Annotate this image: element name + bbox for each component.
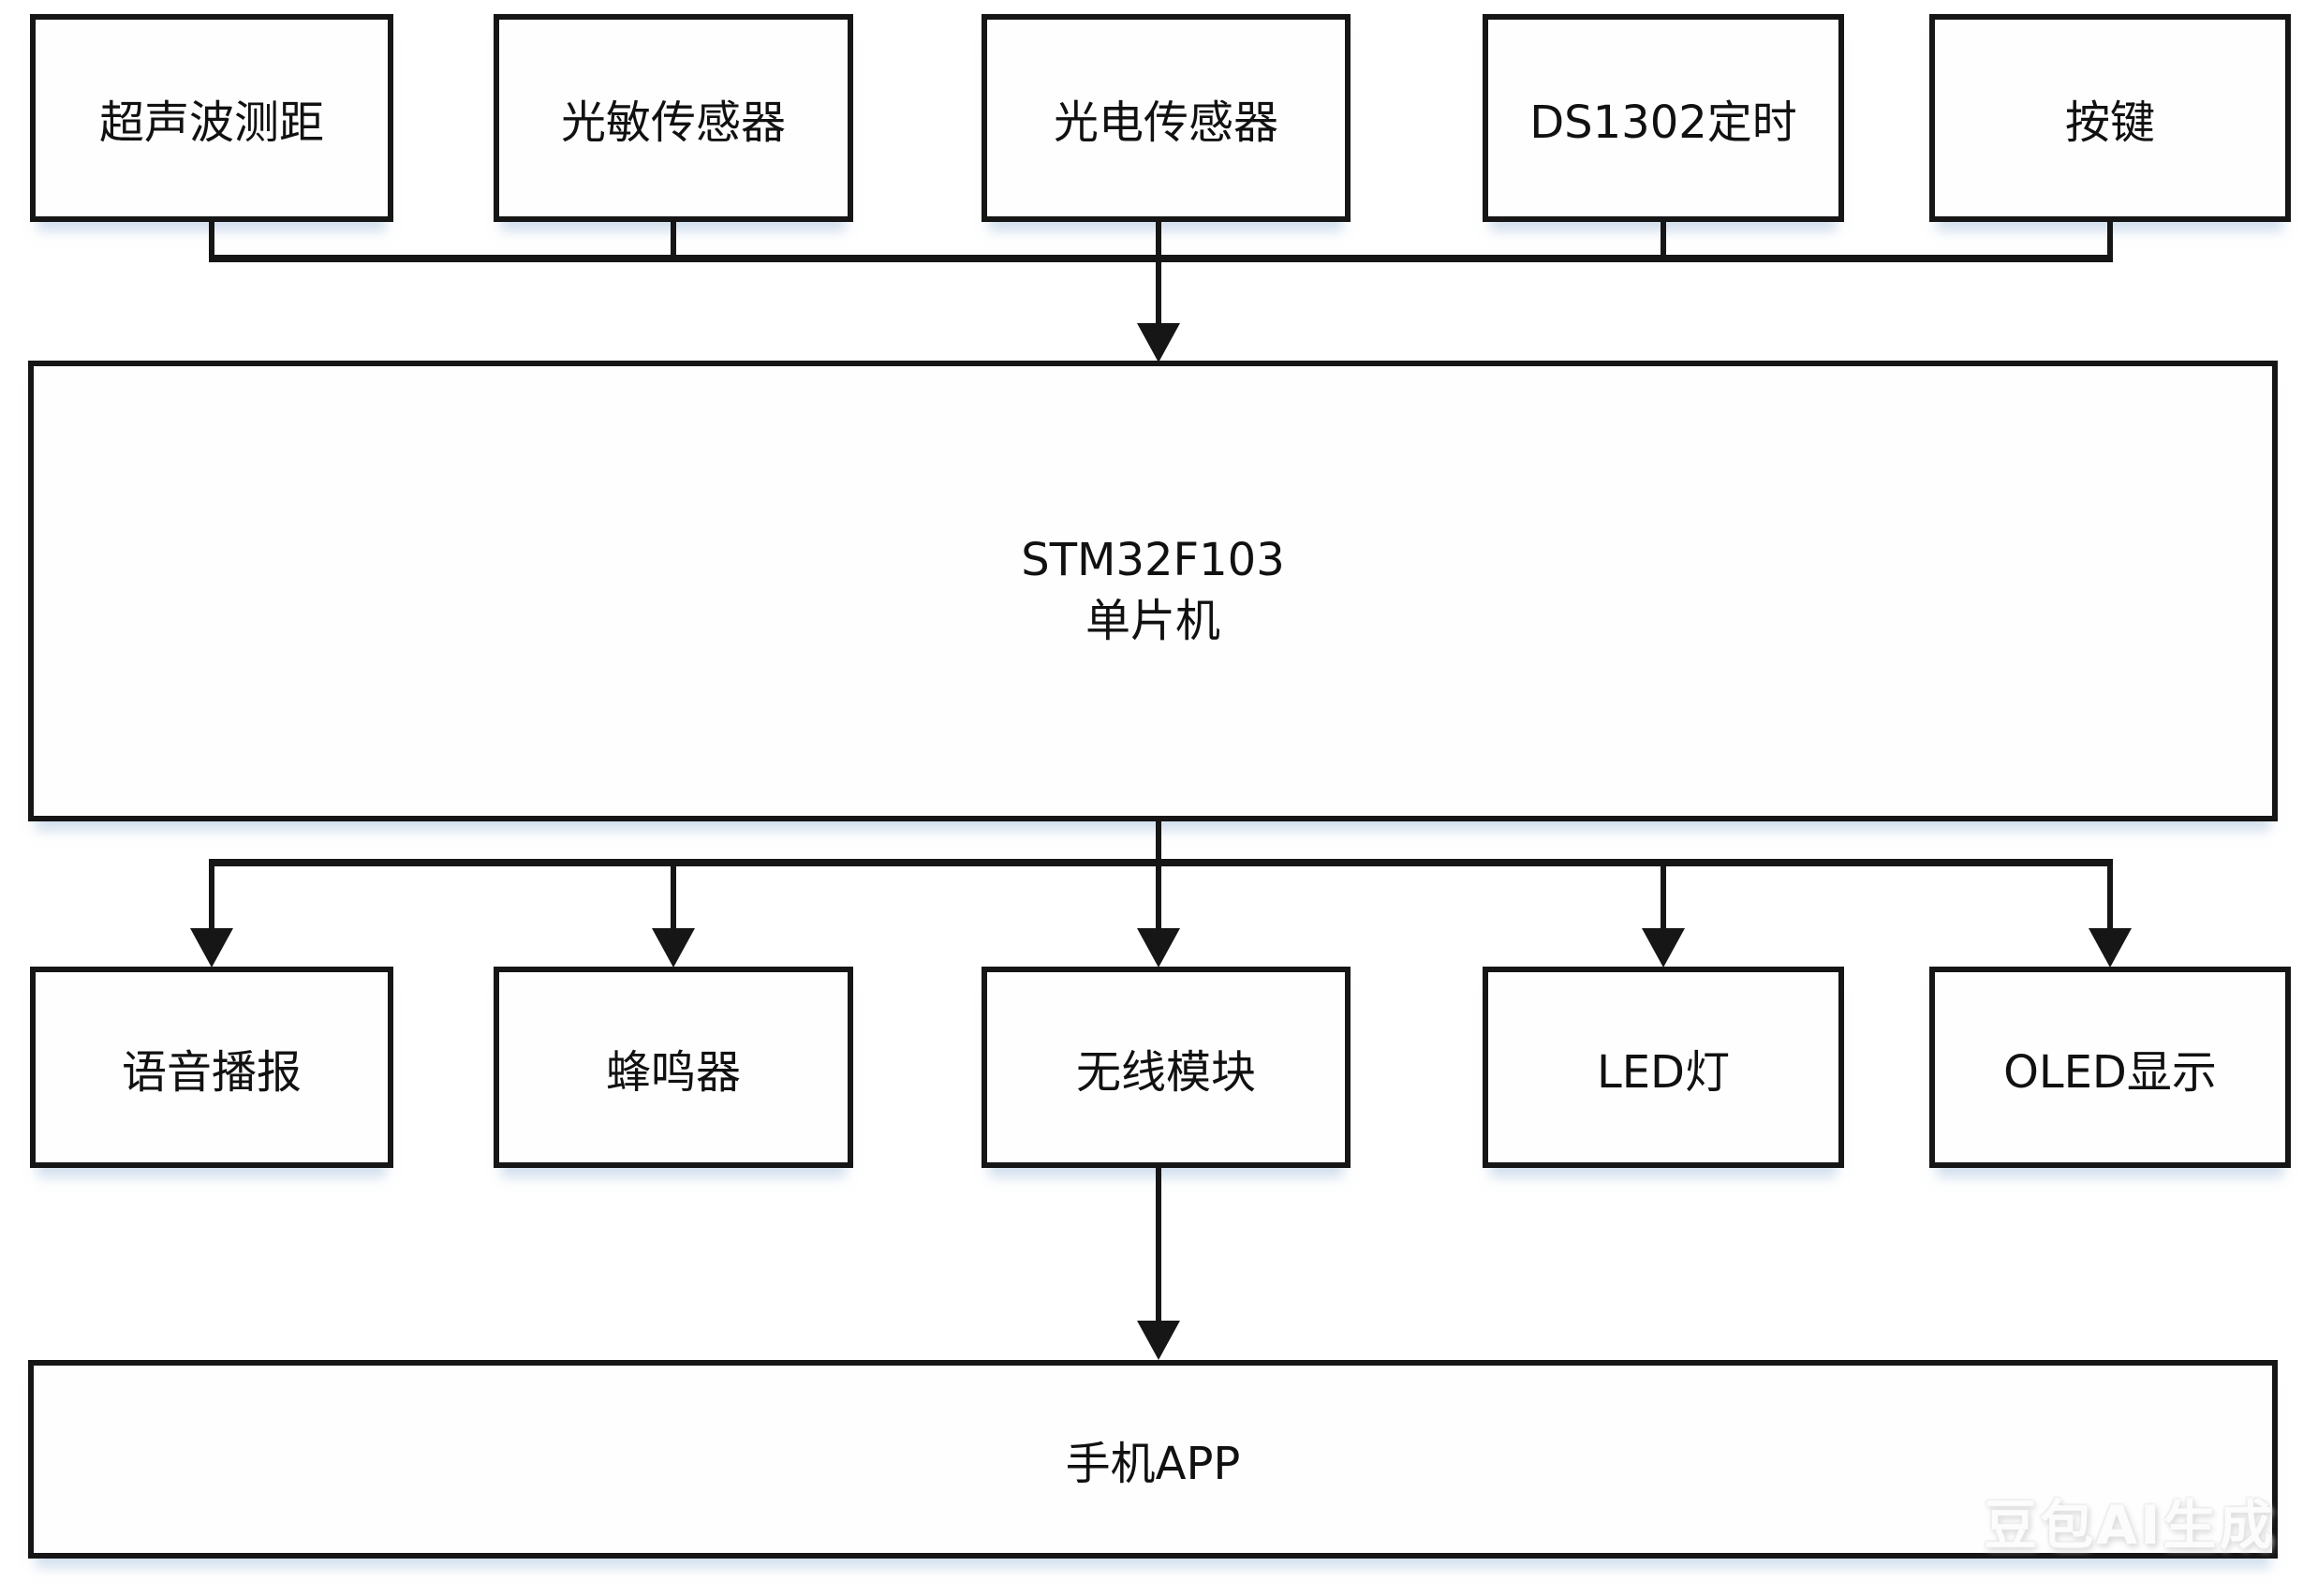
mcu-label: STM32F103 单片机: [1021, 530, 1285, 652]
connector-bus-to-mcu: [1156, 222, 1161, 327]
node-phone-app: 手机APP: [28, 1360, 2278, 1559]
connector-bottom-drop-1: [209, 859, 214, 931]
node-wireless-module: 无线模块: [982, 967, 1351, 1168]
arrowhead-wireless: [1137, 928, 1180, 968]
node-label: 手机APP: [1065, 1438, 1241, 1490]
node-oled-display: OLED显示: [1929, 967, 2291, 1168]
node-label: 按键: [2064, 96, 2155, 149]
arrowhead-led: [1642, 928, 1685, 968]
node-label: LED灯: [1596, 1045, 1731, 1099]
arrowhead-voice: [190, 928, 233, 968]
mcu-label-line1: STM32F103: [1021, 534, 1285, 587]
connector-top-stub-1: [209, 222, 214, 261]
node-ultrasonic-ranging: 超声波测距: [30, 14, 393, 222]
node-label: DS1302定时: [1529, 96, 1797, 149]
mcu-label-line2: 单片机: [1085, 595, 1220, 647]
node-photoelectric-sensor: 光电传感器: [982, 14, 1351, 222]
connector-top-stub-4: [1661, 222, 1666, 261]
connector-bottom-drop-4: [1661, 859, 1666, 931]
node-label: OLED显示: [2003, 1045, 2217, 1099]
connector-mcu-to-bus: [1156, 821, 1161, 866]
node-label: 蜂鸣器: [605, 1045, 741, 1099]
node-label: 语音播报: [121, 1045, 302, 1099]
node-label: 无线模块: [1075, 1045, 1256, 1099]
node-voice-broadcast: 语音播报: [30, 967, 393, 1168]
connector-bottom-drop-2: [671, 859, 676, 931]
connector-top-stub-2: [671, 222, 676, 261]
connector-bottom-drop-3: [1156, 859, 1161, 931]
arrowhead-into-phone: [1137, 1321, 1180, 1360]
node-ds1302-timer: DS1302定时: [1483, 14, 1844, 222]
node-label: 超声波测距: [98, 96, 324, 149]
node-label: 光敏传感器: [560, 96, 786, 149]
connector-bottom-drop-5: [2107, 859, 2113, 931]
node-buzzer: 蜂鸣器: [494, 967, 853, 1168]
node-label: 光电传感器: [1053, 96, 1278, 149]
node-led-light: LED灯: [1483, 967, 1844, 1168]
watermark-text: 豆包AI生成: [1984, 1495, 2276, 1557]
connector-top-stub-5: [2107, 222, 2113, 261]
node-stm32f103-mcu: STM32F103 单片机: [28, 361, 2278, 821]
connector-wireless-to-phone: [1156, 1168, 1161, 1325]
node-light-sensor: 光敏传感器: [494, 14, 853, 222]
node-buttons: 按键: [1929, 14, 2291, 222]
arrowhead-buzzer: [652, 928, 695, 968]
arrowhead-oled: [2089, 928, 2132, 968]
arrowhead-into-mcu: [1137, 323, 1180, 362]
